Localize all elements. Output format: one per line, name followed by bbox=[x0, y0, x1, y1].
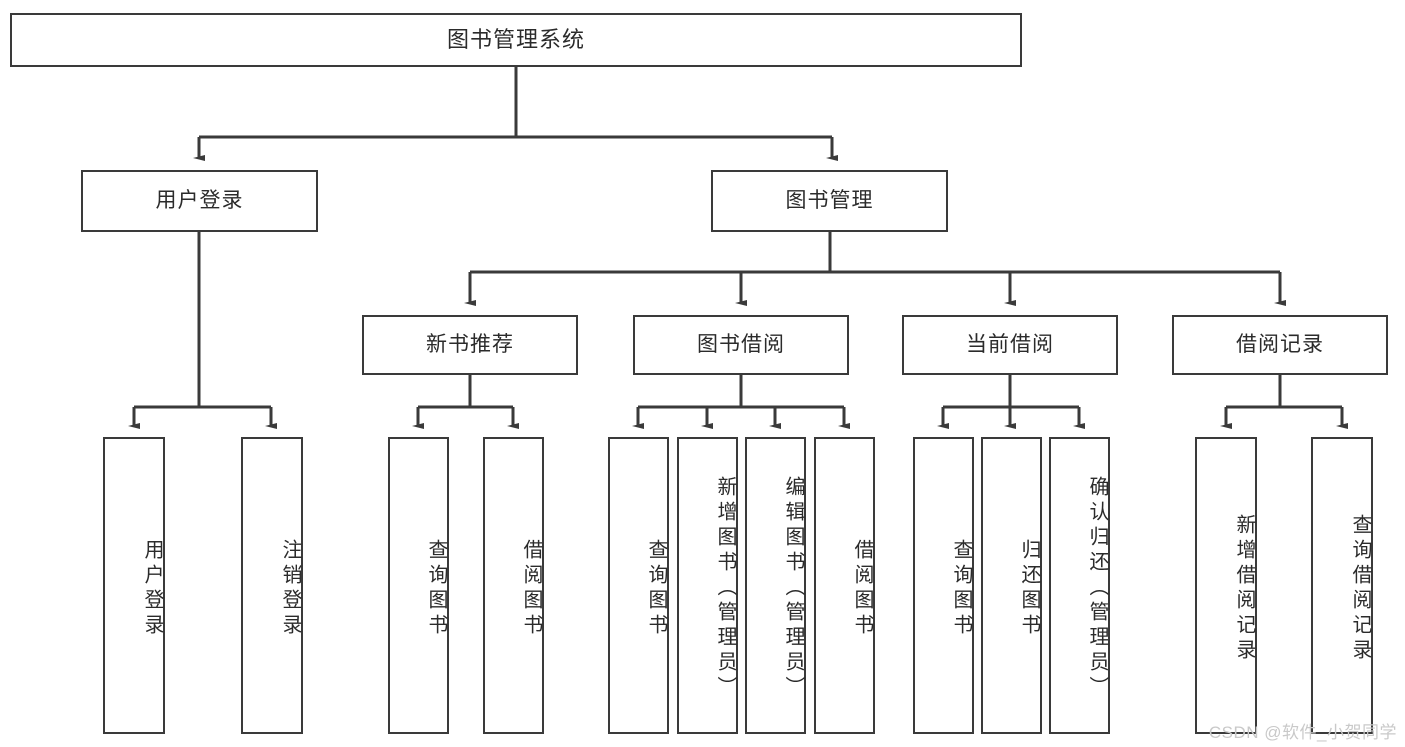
leaf-edit-book-admin[interactable]: 编辑图书（管理员） bbox=[745, 437, 806, 734]
node-book-borrowing[interactable]: 图书借阅 bbox=[633, 315, 849, 375]
leaf-borrow-books-borrowing[interactable]: 借阅图书 bbox=[814, 437, 875, 734]
leaf-query-borrow-record[interactable]: 查询借阅记录 bbox=[1311, 437, 1373, 734]
leaf-borrow-books-recommendation[interactable]: 借阅图书 bbox=[483, 437, 544, 734]
node-book-management[interactable]: 图书管理 bbox=[711, 170, 948, 232]
leaf-add-borrow-record[interactable]: 新增借阅记录 bbox=[1195, 437, 1257, 734]
leaf-query-books-recommendation[interactable]: 查询图书 bbox=[388, 437, 449, 734]
csdn-watermark: CSDN @软件_小贺同学 bbox=[1208, 723, 1397, 742]
node-user-login[interactable]: 用户登录 bbox=[81, 170, 318, 232]
leaf-query-books-current[interactable]: 查询图书 bbox=[913, 437, 974, 734]
node-root-book-management-system[interactable]: 图书管理系统 bbox=[10, 13, 1022, 67]
node-current-borrowing[interactable]: 当前借阅 bbox=[902, 315, 1118, 375]
node-new-book-recommendation[interactable]: 新书推荐 bbox=[362, 315, 578, 375]
leaf-confirm-return-admin[interactable]: 确认归还（管理员） bbox=[1049, 437, 1110, 734]
node-borrow-records[interactable]: 借阅记录 bbox=[1172, 315, 1388, 375]
leaf-logout[interactable]: 注销登录 bbox=[241, 437, 303, 734]
leaf-add-book-admin[interactable]: 新增图书（管理员） bbox=[677, 437, 738, 734]
leaf-user-login[interactable]: 用户登录 bbox=[103, 437, 165, 734]
leaf-return-books[interactable]: 归还图书 bbox=[981, 437, 1042, 734]
leaf-query-books-borrowing[interactable]: 查询图书 bbox=[608, 437, 669, 734]
